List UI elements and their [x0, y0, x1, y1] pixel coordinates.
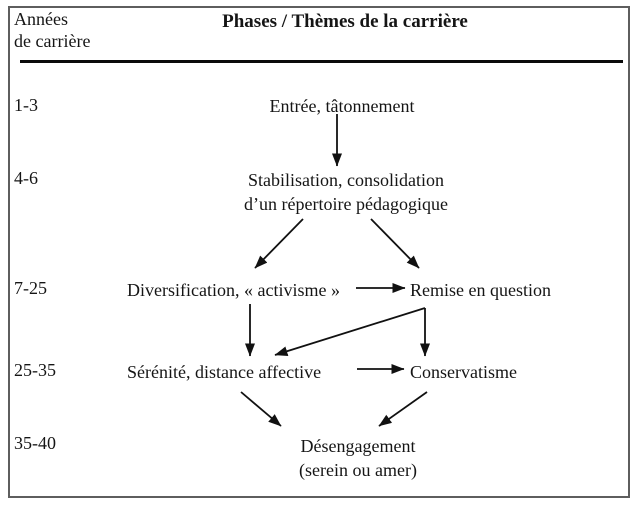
phase-diversification: Diversification, « activisme » — [127, 280, 340, 300]
header-divider-rule — [20, 60, 623, 63]
phase-remise-en-question: Remise en question — [410, 280, 551, 300]
years-label-7-25: 7-25 — [14, 278, 47, 298]
years-header-line2: de carrière — [14, 31, 91, 51]
phase-conservatisme: Conservatisme — [410, 362, 517, 382]
years-column-header: Années de carrière — [14, 8, 90, 52]
phase-desengagement: Désengagement (serein ou amer) — [258, 434, 458, 482]
years-header-line1: Années — [14, 9, 68, 29]
phase-serenite: Sérénité, distance affective — [127, 362, 322, 382]
diagram-frame — [8, 6, 630, 498]
phase-entree: Entrée, tâtonnement — [269, 96, 415, 116]
diagram-title: Phases / Thèmes de la carrière — [222, 11, 468, 32]
phase-stabilisation-line2: d’un répertoire pédagogique — [244, 194, 448, 214]
phase-desengagement-line2: (serein ou amer) — [299, 460, 417, 480]
years-label-25-35: 25-35 — [14, 360, 56, 380]
years-label-1-3: 1-3 — [14, 95, 38, 115]
phase-stabilisation-line1: Stabilisation, consolidation — [248, 170, 444, 190]
years-label-4-6: 4-6 — [14, 168, 38, 188]
phase-stabilisation: Stabilisation, consolidation d’un répert… — [216, 168, 476, 216]
phase-desengagement-line1: Désengagement — [300, 436, 416, 456]
years-label-35-40: 35-40 — [14, 433, 56, 453]
